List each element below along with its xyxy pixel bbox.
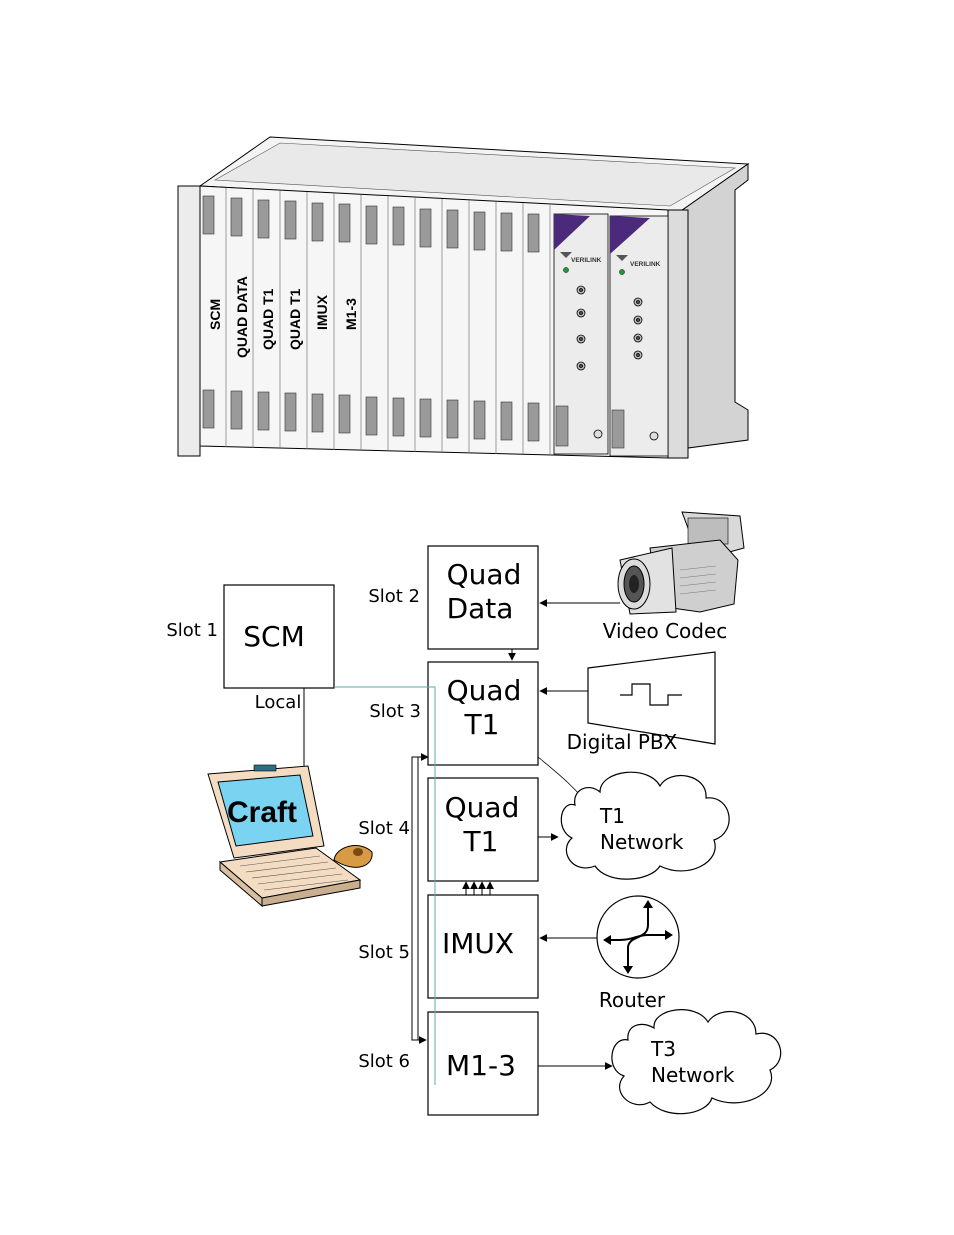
local-port-label: Local <box>255 692 302 713</box>
quad-t1-slot4-label-line1: Quad <box>445 791 520 824</box>
m1-3-module-label: M1-3 <box>446 1049 516 1082</box>
quad-data-module-box <box>427 545 539 650</box>
craft-label: Craft <box>227 796 297 829</box>
quad-data-label-line2: Data <box>447 592 514 625</box>
t1-network-label-line2: Network <box>600 830 684 854</box>
quad-t1-slot4-box <box>427 777 539 882</box>
imux-module-box <box>427 894 539 999</box>
card-label-quad-t1-b: QUAD T1 <box>287 288 303 350</box>
verilink-card-2: VERILINK <box>609 215 669 457</box>
digital-pbx-label: Digital PBX <box>567 730 678 754</box>
slot-3-label: Slot 3 <box>369 701 421 722</box>
quad-t1-slot3-label-line1: Quad <box>447 674 522 707</box>
video-codec-label: Video Codec <box>603 619 728 643</box>
quad-t1-slot4-label-line2: T1 <box>463 825 499 858</box>
quad-t1-slot3-label-line2: T1 <box>464 708 500 741</box>
card-label-quad-t1-a: QUAD T1 <box>260 288 276 350</box>
slot-6-label: Slot 6 <box>358 1051 410 1072</box>
t1-network-label-line1: T1 <box>599 804 625 828</box>
imux-t1-links <box>462 881 494 895</box>
slot-1-label: Slot 1 <box>166 620 218 641</box>
router-label: Router <box>599 988 666 1012</box>
card-label-quad-data: QUAD DATA <box>234 276 250 358</box>
t3-network-label-line1: T3 <box>650 1037 676 1061</box>
t3-network-cloud-icon <box>611 1009 782 1115</box>
verilink-card-1: VERILINK <box>553 213 609 455</box>
card-label-m1-3: M1-3 <box>343 298 359 330</box>
scm-bus-line <box>334 686 436 1085</box>
verilink-chassis: SCM QUAD DATA QUAD T1 QUAD T1 IMUX M1-3 … <box>177 136 750 459</box>
quad-data-label-line1: Quad <box>447 558 522 591</box>
video-camera-icon <box>617 511 745 615</box>
m1-3-module-box <box>427 1011 539 1116</box>
scm-module-box <box>223 584 335 689</box>
scm-module-label: SCM <box>243 620 304 653</box>
screw-icon <box>649 431 659 441</box>
t1-network-cloud-icon <box>560 771 730 880</box>
verilink-logo-icon <box>560 252 572 258</box>
screw-icon <box>593 429 603 439</box>
imux-module-label: IMUX <box>442 927 514 960</box>
slot-4-label: Slot 4 <box>358 818 410 839</box>
t3-network-label-line2: Network <box>651 1063 735 1087</box>
slot-2-label: Slot 2 <box>368 586 420 607</box>
verilink-brand-2: VERILINK <box>630 261 661 268</box>
verilink-logo-icon <box>616 255 628 261</box>
internal-bus <box>411 753 429 1044</box>
slot-5-label: Slot 5 <box>358 942 410 963</box>
craft-laptop-icon <box>207 764 373 908</box>
verilink-brand-1: VERILINK <box>571 257 602 264</box>
card-label-scm: SCM <box>207 299 223 330</box>
card-label-imux: IMUX <box>314 294 330 330</box>
quad-t1-slot3-box <box>427 661 539 766</box>
digital-pbx-icon <box>587 651 716 745</box>
status-led <box>619 269 625 275</box>
status-led <box>563 267 569 273</box>
router-icon <box>596 895 680 979</box>
